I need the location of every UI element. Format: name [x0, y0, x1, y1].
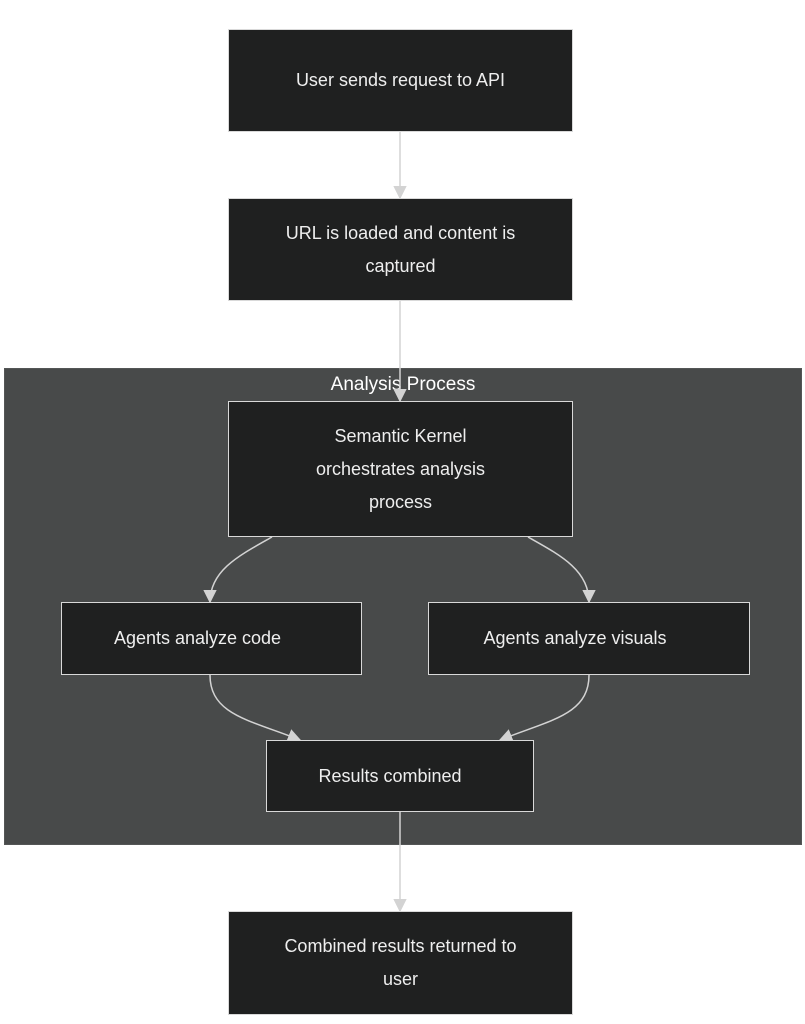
node-agents-code-label: Agents analyze code	[113, 628, 282, 648]
edge-agents-visuals-to-results-combined	[498, 674, 590, 742]
node-results-combined: Results combined	[266, 740, 534, 812]
cluster-label: Analysis Process	[330, 374, 476, 395]
node-user-request-label: User sends request to API	[295, 70, 506, 90]
node-semantic-kernel: Semantic Kernel orchestrates analysis pr…	[228, 401, 573, 537]
node-results-returned-label: Combined results returned to user	[284, 936, 517, 989]
edge-semantic-kernel-to-agents-visuals	[527, 536, 596, 604]
edge-agents-code-to-results-combined	[209, 674, 302, 742]
node-results-combined-label: Results combined	[318, 765, 462, 786]
node-agents-visuals-label: Agents analyze visuals	[483, 628, 667, 648]
node-results-returned: Combined results returned to user	[228, 911, 573, 1015]
node-semantic-kernel-label: Semantic Kernel orchestrates analysis pr…	[315, 425, 486, 512]
node-user-request: User sends request to API	[228, 29, 573, 132]
node-agents-visuals: Agents analyze visuals	[428, 602, 750, 675]
node-url-loaded: URL is loaded and content is captured	[228, 198, 573, 301]
edge-semantic-kernel-to-agents-code	[203, 536, 273, 604]
node-url-loaded-label: URL is loaded and content is captured	[285, 222, 516, 276]
node-agents-code: Agents analyze code	[61, 602, 362, 675]
